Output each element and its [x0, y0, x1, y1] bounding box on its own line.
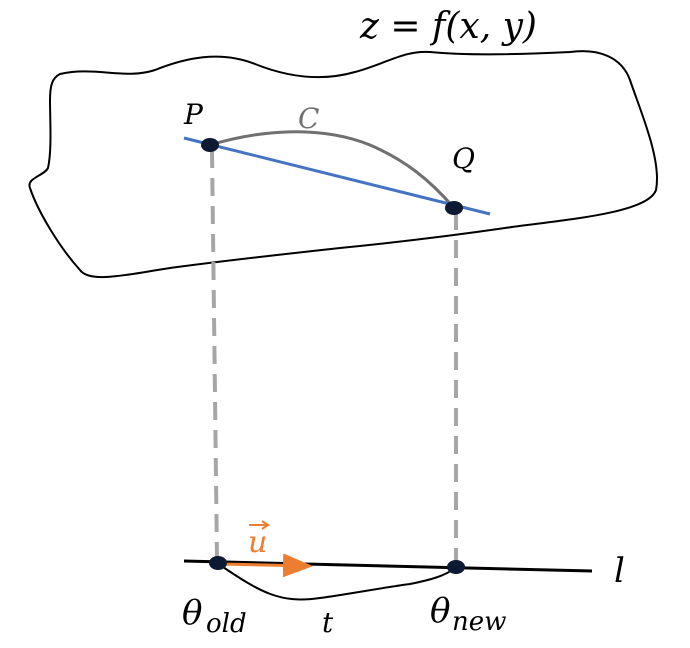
point-q: [445, 201, 463, 215]
baseline-l: [183, 559, 593, 573]
label-c: C: [298, 102, 319, 135]
label-theta-old: θ old: [182, 593, 247, 639]
svg-text:θ: θ: [430, 591, 450, 631]
label-vector-u: u: [248, 520, 270, 560]
label-theta-new: θ new: [430, 591, 506, 637]
svg-text:new: new: [452, 607, 506, 637]
label-q: Q: [452, 142, 475, 175]
point-theta-old: [209, 556, 227, 570]
svg-text:old: old: [206, 609, 247, 639]
label-p: P: [183, 98, 204, 131]
label-t: t: [322, 606, 334, 639]
point-theta-new: [447, 560, 465, 574]
svg-text:u: u: [248, 525, 267, 560]
distance-t-curve: [219, 564, 456, 601]
secant-line: [183, 136, 491, 216]
svg-text:θ: θ: [182, 593, 202, 633]
surface-outline: [28, 50, 658, 279]
curve-c: [209, 130, 456, 209]
projection-line-p: [210, 149, 219, 561]
label-l: l: [614, 551, 625, 591]
vector-u-arrow: [219, 553, 313, 578]
surface-equation: z = f(x, y): [359, 6, 537, 47]
point-p: [201, 138, 219, 152]
